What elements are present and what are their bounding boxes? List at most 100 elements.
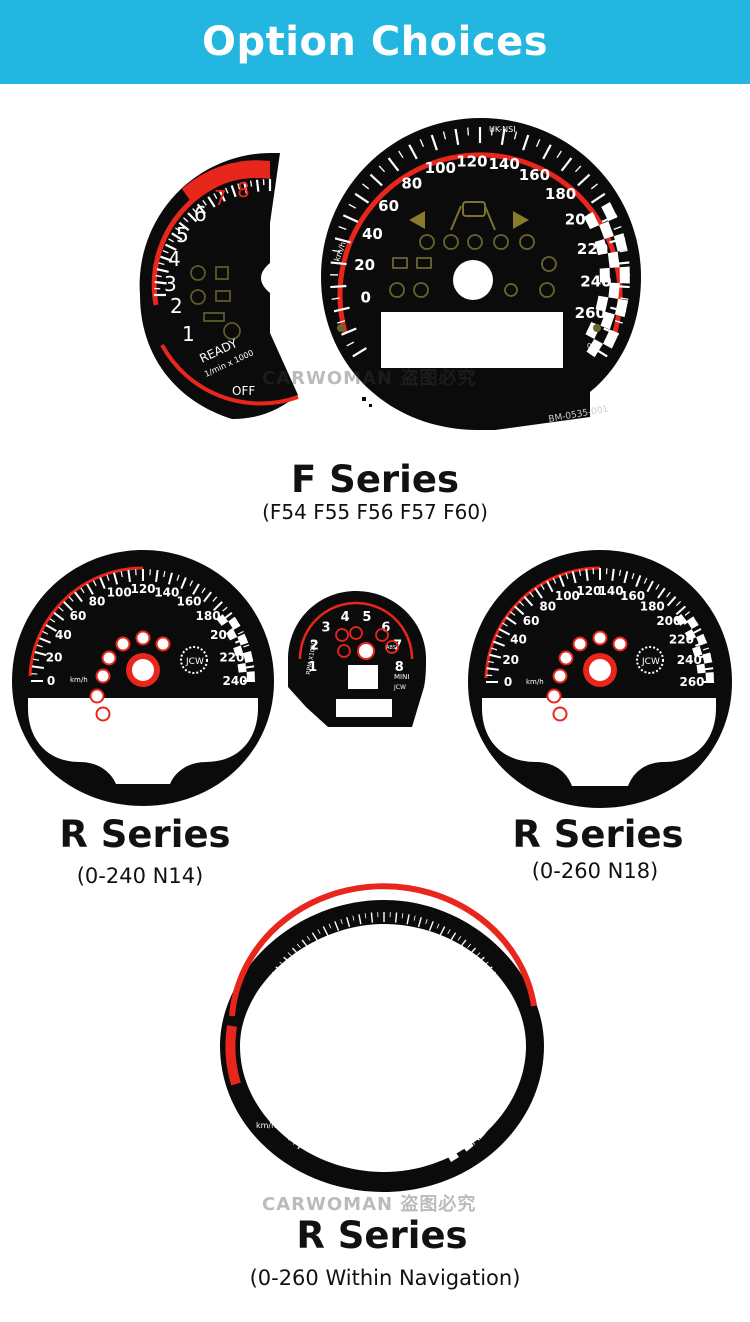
- warning-dot-lamps: [89, 630, 171, 722]
- tick-mark: [618, 569, 622, 576]
- tick-mark: [655, 584, 660, 590]
- warning-dot-lamps: [546, 630, 628, 722]
- checker-square: [702, 652, 713, 664]
- speed-number: 110: [342, 934, 363, 945]
- tach-number: 2: [170, 294, 183, 318]
- speed-number: 8: [395, 660, 404, 675]
- speed-number: 6: [381, 620, 390, 635]
- speed-number: 230: [485, 1055, 506, 1066]
- tick-mark: [518, 600, 525, 607]
- tick-mark: [378, 165, 386, 173]
- tick-mark: [271, 971, 277, 976]
- speed-number: 60: [378, 197, 399, 215]
- tick-mark: [292, 1140, 297, 1145]
- speed-number: 180: [545, 185, 576, 203]
- speed-number: 260: [679, 675, 704, 689]
- tick-mark: [255, 179, 260, 192]
- tick-mark: [31, 665, 44, 669]
- tick-mark: [546, 580, 554, 593]
- speed-number: 140: [599, 584, 624, 598]
- warning-dot: [155, 636, 171, 652]
- warning-dot: [612, 636, 628, 652]
- jcw-logo-text: JCW: [393, 684, 406, 691]
- speed-number: 200: [210, 628, 235, 642]
- r-series-240-title: R Series: [59, 813, 231, 856]
- warning-dot: [552, 668, 568, 684]
- tick-mark: [490, 647, 498, 651]
- tick-mark: [508, 1078, 514, 1082]
- tick-mark: [250, 1036, 261, 1039]
- speed-number: 130: [378, 930, 399, 941]
- warning-dot: [95, 706, 111, 722]
- road-icon: [450, 201, 496, 231]
- tick-mark: [74, 591, 83, 603]
- checker-square: [599, 221, 614, 239]
- tick-mark: [509, 611, 516, 616]
- tick-mark: [522, 134, 530, 151]
- checker-square: [216, 614, 229, 626]
- tick-mark: [556, 150, 562, 159]
- tick-mark: [370, 912, 374, 923]
- tick-mark: [288, 1132, 297, 1141]
- arrow-left-icon: [409, 211, 425, 229]
- tick-mark: [68, 596, 74, 602]
- tick-mark: [675, 605, 686, 616]
- tick-mark: [86, 583, 94, 595]
- tick-mark: [34, 651, 47, 657]
- tick-mark: [510, 1017, 516, 1020]
- speed-number: 50: [270, 1009, 284, 1020]
- tick-mark: [265, 982, 271, 986]
- speed-number: 240: [481, 1073, 502, 1084]
- tick-mark: [394, 912, 398, 923]
- tick-mark: [249, 180, 253, 187]
- tick-mark: [439, 926, 446, 936]
- tick-mark: [417, 917, 422, 928]
- tick-mark: [501, 1083, 512, 1088]
- tick-mark: [276, 1122, 281, 1127]
- tick-mark: [160, 255, 173, 262]
- jcw-logo-icon: [180, 646, 208, 674]
- tick-mark: [334, 921, 340, 931]
- r-series-nav-subtitle: (0-260 Within Navigation): [249, 1266, 521, 1290]
- tick-mark: [425, 919, 428, 925]
- tick-mark: [258, 1090, 264, 1094]
- speed-number: 4: [341, 610, 350, 625]
- warning-dot: [95, 668, 111, 684]
- tick-mark: [454, 128, 460, 145]
- tick-mark: [354, 192, 370, 204]
- tick-mark: [495, 634, 502, 639]
- tick-mark: [250, 1060, 261, 1063]
- tick-mark: [340, 919, 343, 925]
- tick-mark: [497, 982, 503, 986]
- speed-number: 120: [576, 584, 601, 598]
- tick-mark: [352, 915, 355, 921]
- tick-mark: [306, 935, 311, 941]
- tick-mark: [207, 196, 216, 208]
- tick-mark: [502, 622, 508, 627]
- bottom-window: [336, 699, 392, 717]
- speed-number: 120: [456, 153, 487, 171]
- tick-mark: [590, 192, 606, 204]
- tick-mark: [442, 131, 447, 140]
- speed-number: 220: [669, 632, 694, 646]
- tick-mark: [155, 274, 162, 278]
- tick-mark: [311, 932, 319, 942]
- speed-number: 100: [107, 585, 132, 599]
- tick-mark: [500, 128, 506, 145]
- tick-mark: [459, 939, 467, 949]
- tick-mark: [467, 943, 472, 949]
- tick-mark: [252, 1071, 263, 1076]
- tick-mark: [413, 915, 416, 921]
- tick-mark: [623, 571, 629, 584]
- tick-mark: [260, 1093, 271, 1100]
- brand-label: MINI: [394, 673, 409, 681]
- tick-mark: [275, 966, 285, 974]
- speed-number: 60: [523, 614, 540, 628]
- tick-mark: [212, 596, 218, 602]
- r-series-260-title: R Series: [512, 813, 684, 856]
- speed-number: 240: [677, 653, 702, 667]
- tick-mark: [333, 306, 350, 313]
- tick-mark: [322, 926, 329, 936]
